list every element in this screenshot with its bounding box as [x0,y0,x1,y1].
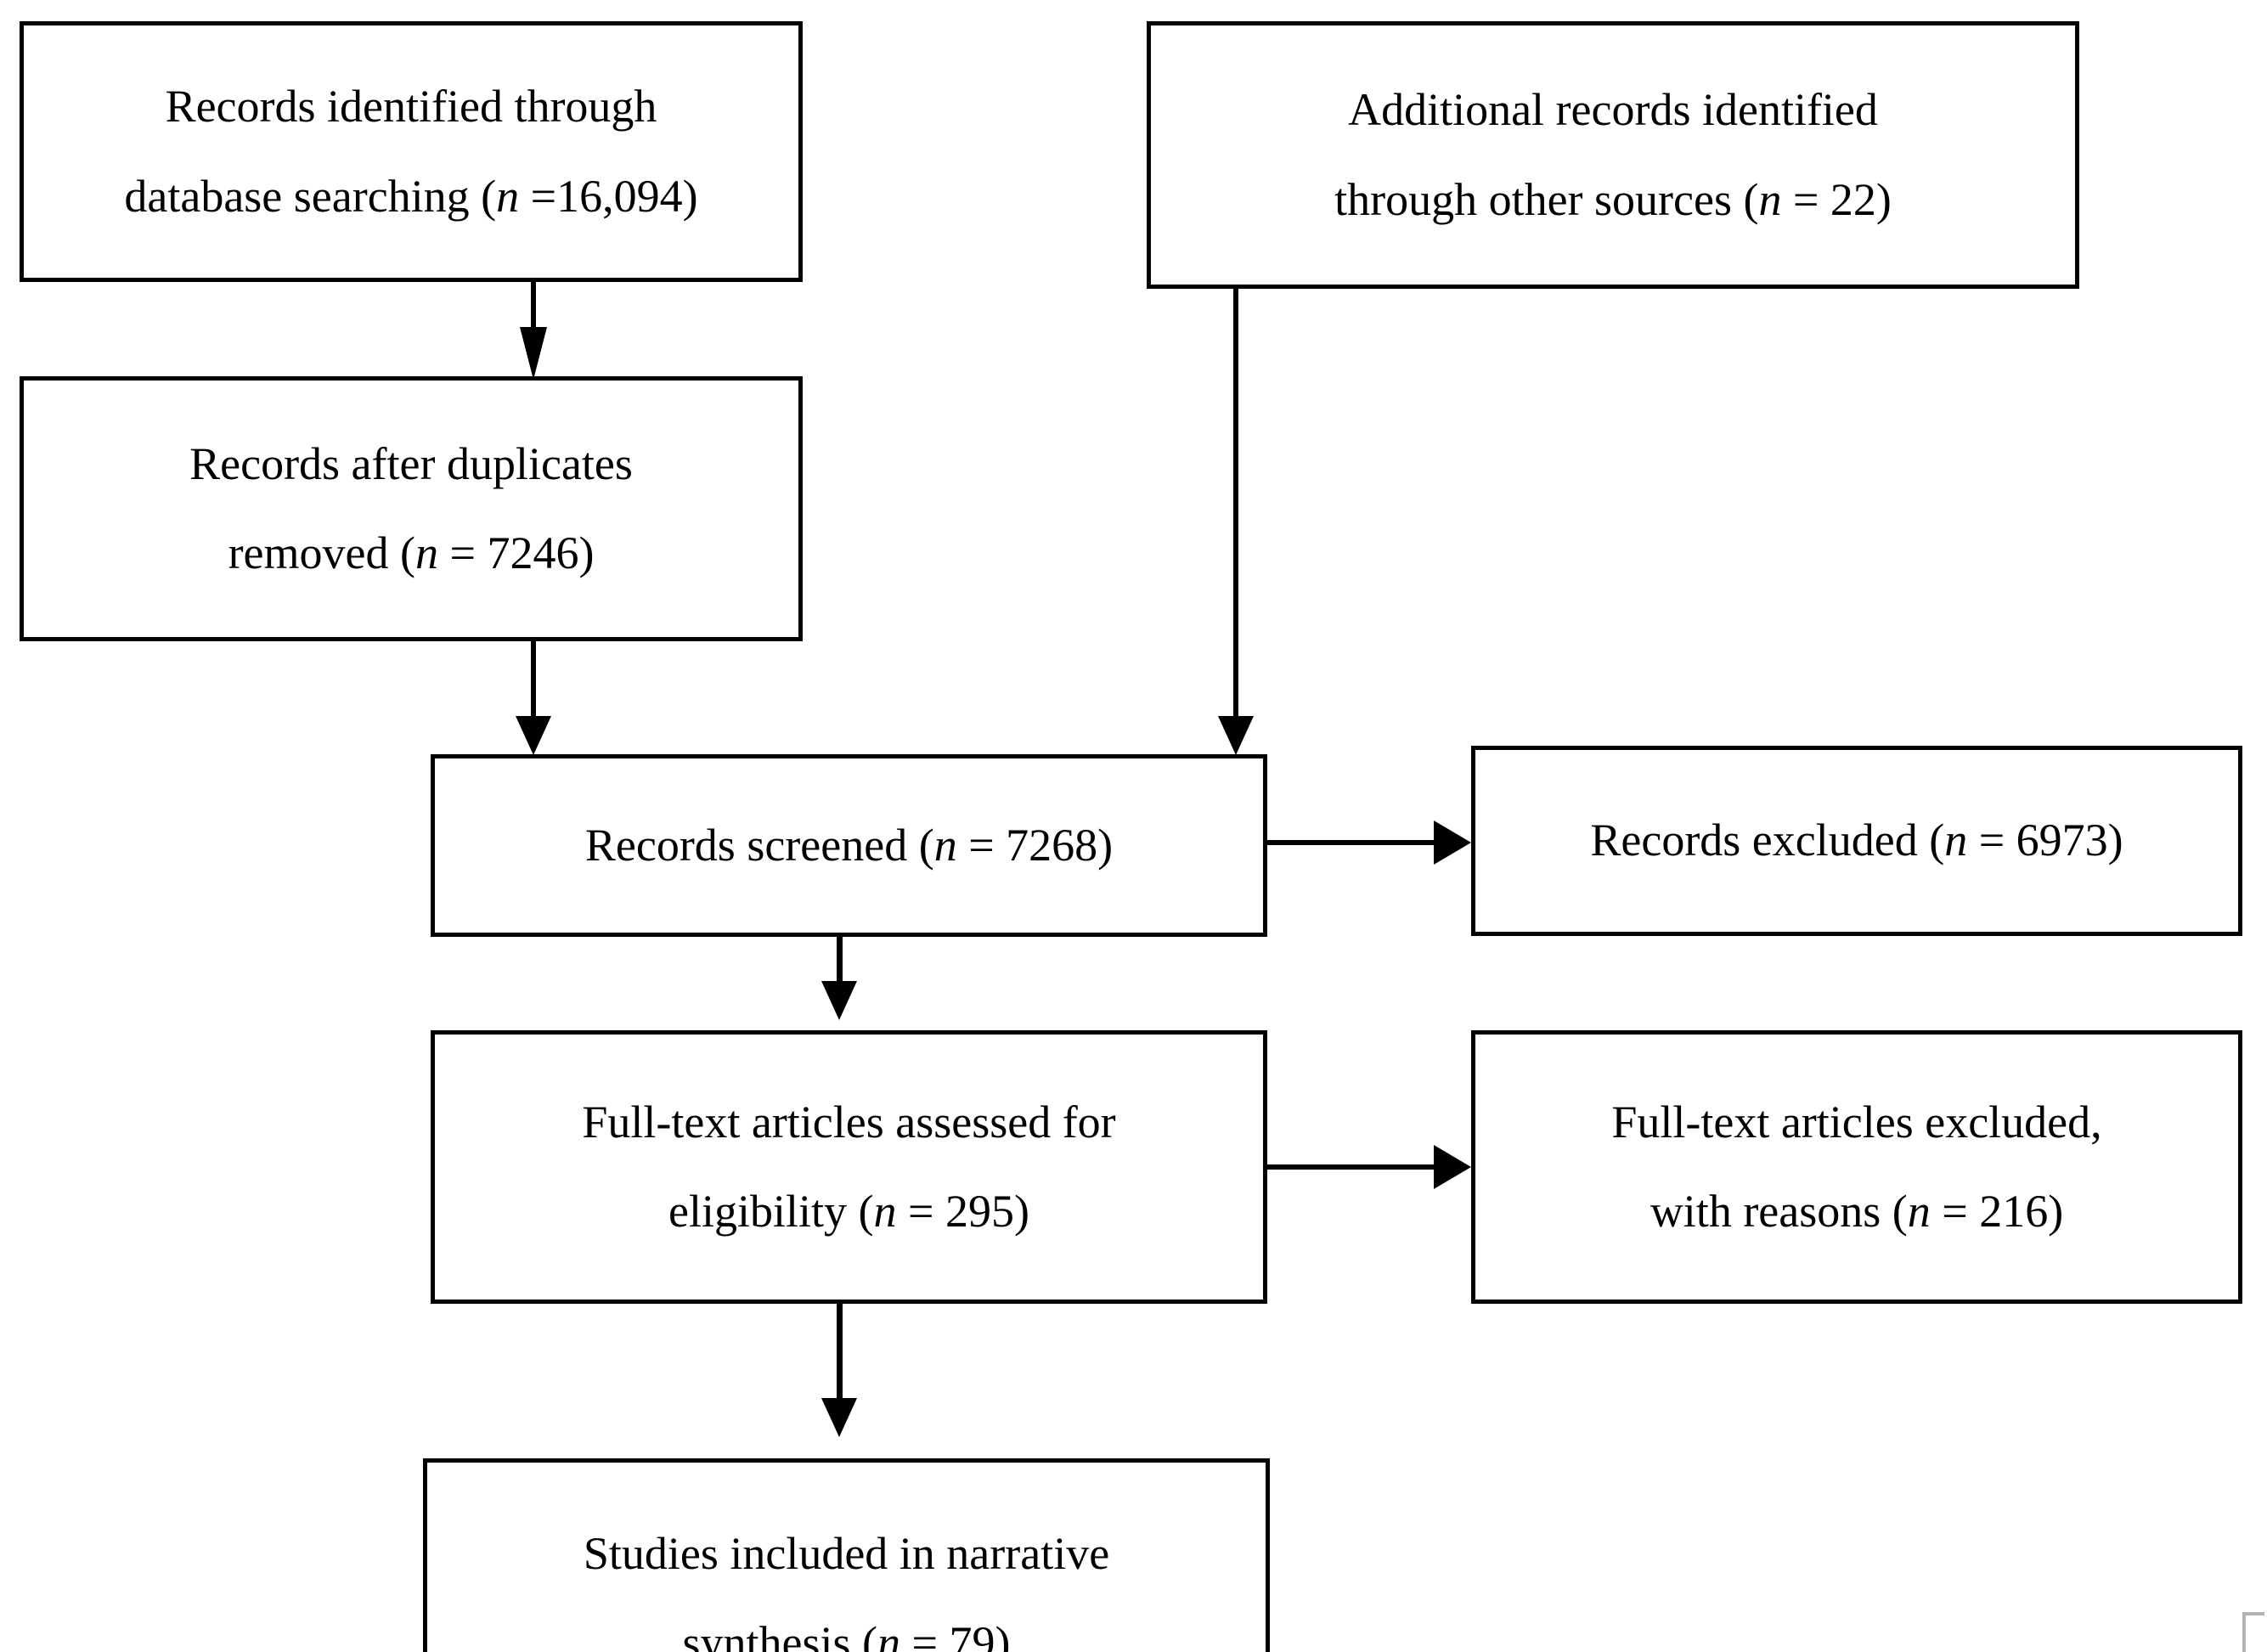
box-full-text-excluded-with-reasons: Full-text articles excluded, with reason… [1471,1030,2242,1304]
box-line-1: Full-text articles excluded, [1611,1096,2102,1147]
n-symbol: n [933,819,957,871]
n-symbol: n [1944,815,1968,866]
n-symbol: n [1758,173,1782,225]
box-line-2: database searching (n =16,094) [124,170,698,222]
box-records-after-duplicates-removed: Records after duplicates removed (n = 72… [20,376,803,641]
box-line-1: Records screened (n = 7268) [584,819,1114,871]
box-full-text-assessed-eligibility: Full-text articles assessed for eligibil… [431,1030,1267,1304]
arrowhead-fulltext-to-fulltext-excluded [1434,1145,1471,1189]
arrowhead-identified-to-deduplicated [520,327,547,380]
arrowhead-deduplicated-to-screened [516,716,551,755]
box-additional-records-other-sources: Additional records identified through ot… [1147,21,2079,289]
n-symbol: n [414,527,438,578]
arrowhead-screened-to-fulltext [821,981,857,1020]
n-symbol: n [496,170,520,222]
box-records-screened: Records screened (n = 7268) [431,754,1267,937]
page-crop-mark [2242,1612,2264,1652]
arrowhead-fulltext-to-included [821,1398,857,1437]
arrowhead-other-sources-to-screened [1218,716,1254,755]
box-line-1: Records after duplicates [189,437,633,489]
box-records-identified-database: Records identified through database sear… [20,21,803,282]
box-records-excluded: Records excluded (n = 6973) [1471,746,2242,936]
connector-other-sources-to-screened [1233,289,1238,724]
box-line-2: with reasons (n = 216) [1649,1186,2064,1237]
box-line-1: Full-text articles assessed for [582,1096,1116,1147]
box-line-1: Studies included in narrative [583,1527,1110,1579]
connector-deduplicated-to-screened [531,641,536,722]
box-line-1: Records identified through [165,81,657,132]
n-symbol: n [877,1617,901,1652]
box-studies-included-narrative-synthesis: Studies included in narrative synthesis … [423,1458,1270,1652]
box-line-2: through other sources (n = 22) [1334,173,1892,225]
n-symbol: n [873,1186,897,1237]
box-line-2: removed (n = 7246) [228,527,595,578]
connector-identified-to-deduplicated [531,282,536,337]
connector-fulltext-to-fulltext-excluded [1267,1164,1437,1170]
box-line-2: synthesis (n = 79) [683,1598,1011,1652]
n-symbol: n [1907,1186,1931,1237]
arrowhead-screened-to-excluded [1434,820,1471,865]
box-line-1: Additional records identified [1348,84,1878,136]
connector-fulltext-to-included [837,1304,843,1406]
box-line-2: eligibility (n = 295) [668,1186,1029,1237]
connector-screened-to-fulltext [837,937,843,988]
box-line-1: Records excluded (n = 6973) [1590,815,2123,866]
connector-screened-to-excluded [1267,840,1437,845]
